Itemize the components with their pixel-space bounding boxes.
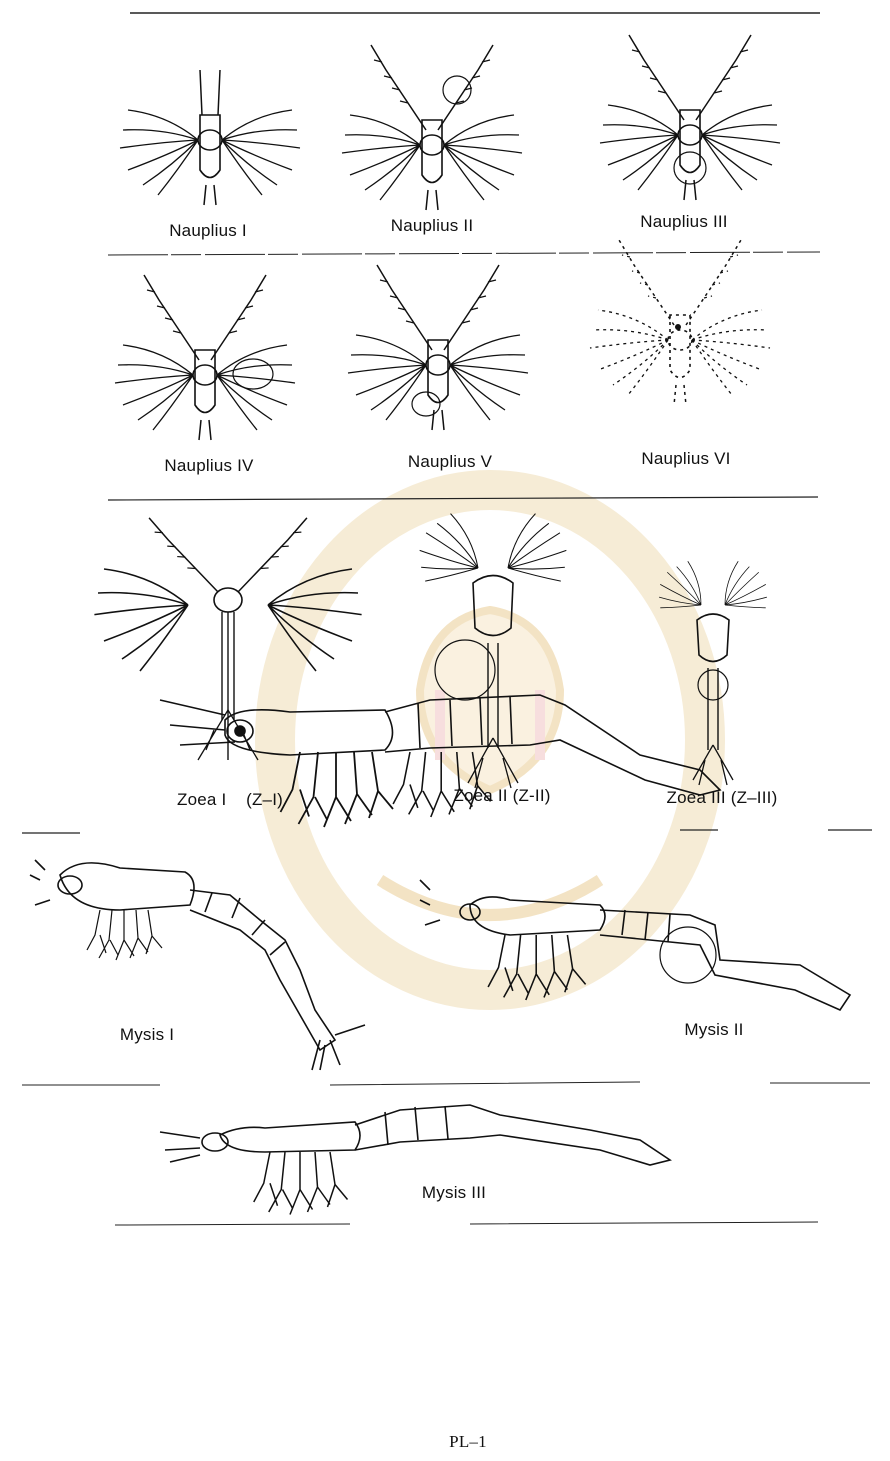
label-mysis-3: Mysis III [422, 1183, 486, 1203]
mysis-3-drawing [160, 1105, 670, 1215]
label-nauplius-4: Nauplius IV [164, 456, 253, 476]
nauplius-5-drawing [348, 265, 528, 430]
nauplius-6-drawing [590, 240, 770, 405]
label-zoea-1: Zoea I (Z–I) [177, 790, 283, 810]
label-zoea-2: Zoea II (Z-II) [453, 786, 550, 806]
nauplius-2-drawing [342, 45, 522, 210]
label-mysis-1: Mysis I [120, 1025, 174, 1045]
zoea-1-drawing [94, 508, 361, 760]
label-nauplius-5: Nauplius V [408, 452, 492, 472]
nauplius-4-drawing [115, 275, 295, 440]
label-zoea-3: Zoea III (Z–III) [667, 788, 778, 808]
label-nauplius-3: Nauplius III [640, 212, 727, 232]
watermark-seal [275, 490, 705, 990]
label-nauplius-2: Nauplius II [391, 216, 474, 236]
label-pl-1: PL–1 [449, 1432, 487, 1452]
nauplius-3-drawing [600, 35, 780, 200]
label-nauplius-1: Nauplius I [169, 221, 247, 241]
label-mysis-2: Mysis II [684, 1020, 743, 1040]
label-nauplius-6: Nauplius VI [641, 449, 730, 469]
nauplius-1-drawing [120, 70, 300, 205]
